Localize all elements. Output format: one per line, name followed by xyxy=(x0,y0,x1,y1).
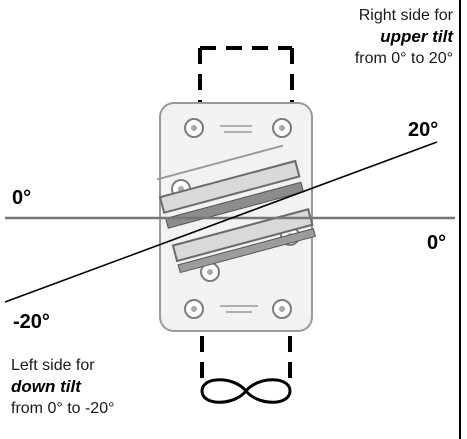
dashed-lower-mount xyxy=(200,336,292,378)
down-tilt-range: from 0° to -20° xyxy=(11,400,115,417)
tilt-line xyxy=(4,141,438,303)
tilt-rails xyxy=(157,144,317,274)
angle-label-plus-twenty: 20° xyxy=(408,119,439,141)
angle-label-zero-right: 0° xyxy=(427,232,447,254)
upper-tilt-emphasis: upper tilt xyxy=(380,27,453,46)
upper-tilt-note: Right side for upper tilt from 0° to 20° xyxy=(355,5,453,69)
down-tilt-emphasis: down tilt xyxy=(11,377,81,396)
angle-label-zero-left: 0° xyxy=(12,187,32,209)
cable-loop xyxy=(200,378,292,404)
upper-tilt-line1: Right side for xyxy=(358,7,453,24)
right-edge-rule xyxy=(459,0,461,439)
upper-tilt-range: from 0° to 20° xyxy=(354,50,453,67)
angle-label-minus-twenty: -20° xyxy=(13,311,50,333)
down-tilt-line1: Left side for xyxy=(11,357,95,374)
down-tilt-note: Left side for down tilt from 0° to -20° xyxy=(11,355,115,419)
